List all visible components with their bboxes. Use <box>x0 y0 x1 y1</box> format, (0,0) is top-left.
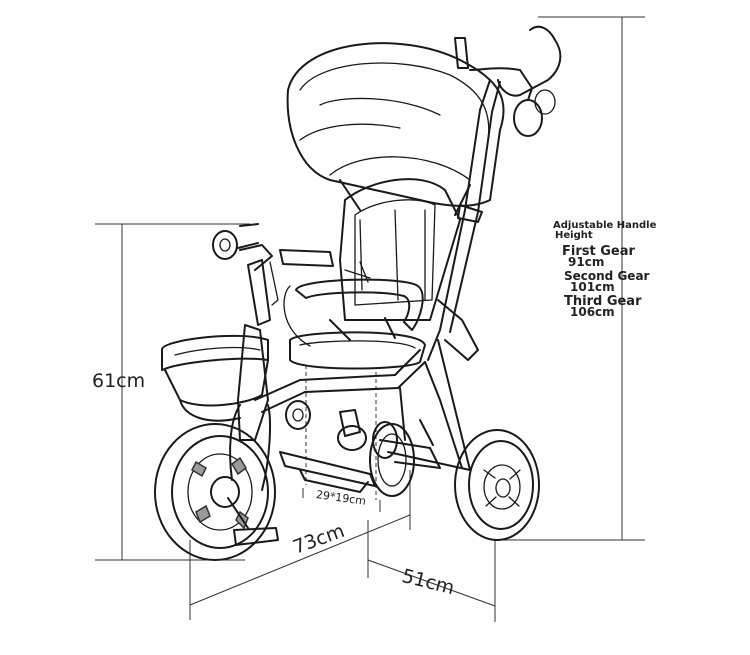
rear-wheel-left <box>369 423 415 497</box>
gear-third: Third Gear 106cm <box>564 294 642 319</box>
gear-first: First Gear 91cm <box>562 244 635 269</box>
frame <box>254 339 471 471</box>
safety-bar <box>295 278 424 331</box>
gear-second-value: 101cm <box>570 280 615 294</box>
seat <box>289 178 461 370</box>
gear-second-label: Second Gear <box>564 269 650 283</box>
width-dimension <box>367 520 496 622</box>
front-basket <box>160 334 269 407</box>
gear-third-label: Third Gear <box>564 294 642 309</box>
gear-third-value: 106cm <box>570 305 615 319</box>
rear-bag <box>437 299 479 361</box>
height-label: 61cm <box>92 370 146 392</box>
footrest <box>279 451 376 487</box>
seat-dimension <box>302 365 381 512</box>
rear-axle <box>387 451 471 471</box>
height-dimension <box>95 223 250 561</box>
handle-height-dimension <box>500 16 645 541</box>
handle-height-panel: Adjustable Handle Height <box>553 221 656 241</box>
canopy <box>286 42 505 216</box>
handlebar <box>212 223 334 326</box>
front-wheel <box>154 423 276 561</box>
pedal <box>227 497 279 546</box>
gear-first-value: 91cm <box>568 255 605 269</box>
gear-hub <box>285 400 398 459</box>
handle-height-title: Adjustable Handle <box>553 220 657 231</box>
rear-wheel-right <box>454 429 540 541</box>
handle-height-title-2: Height <box>555 230 593 241</box>
gear-first-label: First Gear <box>562 244 635 259</box>
gear-second: Second Gear 101cm <box>564 269 650 294</box>
push-handle <box>427 25 562 361</box>
